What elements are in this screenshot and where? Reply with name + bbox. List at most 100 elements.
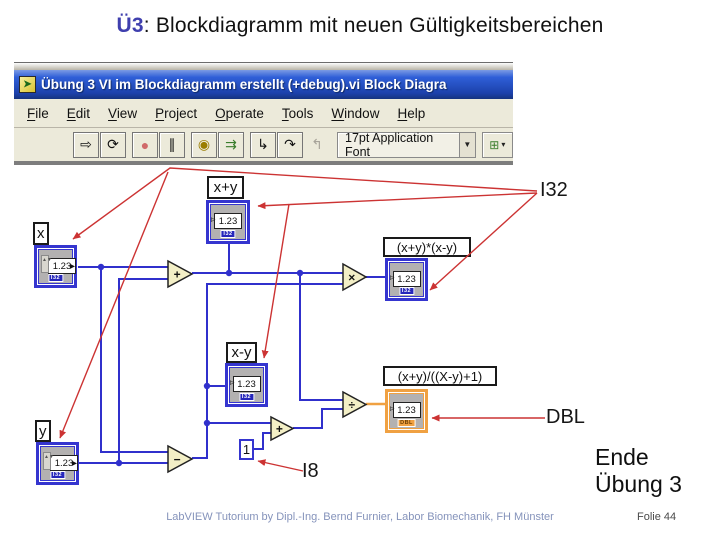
quotient-indicator-value: 1.23 — [392, 402, 421, 418]
arrow-i8-to-constant — [257, 459, 304, 472]
slide-title-prefix: Ü3 — [116, 14, 144, 37]
wire-junction — [225, 269, 233, 277]
svg-text:+: + — [276, 422, 283, 436]
arrow-i32-to-x-plus-y — [257, 192, 538, 210]
footer-credit: LabVIEW Tutorium by Dipl.-Ing. Bernd Fur… — [166, 511, 554, 523]
menu-operate[interactable]: Operate — [215, 105, 264, 121]
menu-help[interactable]: Help — [397, 105, 426, 121]
arrow-i32-to-x-minus-y — [261, 203, 290, 359]
y-control-spinner[interactable]: ▲▼ — [43, 452, 54, 470]
toolbar-buttons: ⇨⟳●∥◉⇉↳↷↰ — [73, 131, 331, 158]
x-minus-y-indicator-input-arrow-icon: ▹ — [230, 377, 235, 387]
arrow-i32-to-y-control — [59, 171, 169, 439]
multiply-function[interactable]: × — [342, 262, 368, 292]
x-control-spinner[interactable]: ▲▼ — [41, 255, 52, 273]
slide-title: Ü3: Blockdiagramm mit neuen Gültigkeitsb… — [0, 14, 720, 38]
slide-title-rest: : Blockdiagramm mit neuen Gültigkeitsber… — [143, 14, 604, 37]
increment-add-function[interactable]: + — [270, 415, 295, 442]
wire-junction — [203, 419, 211, 427]
step-over-button[interactable]: ↷ — [277, 131, 303, 158]
step-out-button[interactable]: ↰ — [304, 131, 330, 158]
wire-junction — [97, 263, 105, 271]
x-plus-y-indicator-label: x+y — [207, 176, 244, 199]
window-title: Übung 3 VI im Blockdiagramm erstellt (+d… — [41, 77, 447, 92]
window-top-frame — [14, 62, 513, 70]
menubar: File Edit View Project Operate Tools Window Hel… — [14, 99, 513, 128]
product-indicator-label: (x+y)*(x-y) — [383, 237, 471, 257]
align-objects-button[interactable]: ⊞▾ — [481, 131, 513, 158]
abort-button[interactable]: ● — [132, 131, 158, 158]
x-control-type-badge: I32 — [47, 274, 64, 282]
wire-11 — [293, 408, 343, 429]
x-minus-y-indicator-type-badge: I32 — [238, 393, 255, 401]
y-control-label: y — [35, 420, 51, 442]
window-titlebar[interactable]: ➤ Übung 3 VI im Blockdiagramm erstellt (… — [14, 70, 513, 99]
menu-view[interactable]: View — [108, 105, 138, 121]
x-control-label: x — [33, 222, 49, 245]
wire-junction — [296, 269, 304, 277]
menu-project[interactable]: Project — [155, 105, 198, 121]
label-i8: I8 — [302, 460, 319, 482]
run-button[interactable]: ⇨ — [73, 131, 99, 158]
menu-tools[interactable]: Tools — [281, 105, 314, 121]
svg-text:−: − — [174, 453, 181, 467]
pause-button[interactable]: ∥ — [159, 131, 185, 158]
end-note-line1: Ende — [595, 444, 649, 470]
menu-file[interactable]: File — [27, 105, 49, 121]
svg-text:+: + — [174, 268, 181, 282]
int-constant[interactable]: 1 — [239, 439, 254, 460]
run-continuous-button[interactable]: ⟳ — [100, 131, 126, 158]
wire-junction — [203, 382, 211, 390]
quotient-indicator-label: (x+y)/((X-y)+1) — [383, 366, 497, 386]
x-minus-y-indicator-value: 1.23 — [232, 376, 261, 392]
font-selector-dropdown[interactable]: 17pt Application Font — [337, 131, 460, 159]
wire-10 — [254, 432, 271, 450]
add-function[interactable]: + — [167, 259, 194, 289]
highlight-execution-button[interactable]: ◉ — [191, 131, 217, 158]
quotient-indicator-input-arrow-icon: ▹ — [390, 403, 395, 413]
step-into-button[interactable]: ↳ — [250, 131, 276, 158]
svg-text:÷: ÷ — [348, 398, 355, 412]
x-plus-y-indicator-type-badge: I32 — [220, 230, 236, 238]
wire-6 — [299, 273, 343, 401]
wire-1 — [100, 267, 168, 453]
labview-window: ➤ Übung 3 VI im Blockdiagramm erstellt (… — [14, 62, 513, 165]
x-plus-y-indicator-input-arrow-icon: ▹ — [211, 214, 216, 224]
font-selector-arrow-icon[interactable]: ▼ — [460, 131, 476, 158]
svg-text:×: × — [348, 271, 355, 285]
wire-junction — [115, 459, 123, 467]
wire-3 — [118, 278, 168, 463]
align-objects-icon: ⊞ — [489, 137, 500, 152]
quotient-indicator-type-badge: DBL — [397, 419, 416, 427]
arrow-i32-to-x-control — [72, 167, 538, 240]
end-note: Ende Übung 3 — [595, 444, 682, 498]
wire-7 — [192, 283, 344, 459]
slide-number: Folie 44 — [637, 511, 677, 523]
product-indicator-input-arrow-icon: ▹ — [390, 272, 395, 282]
y-control-output-arrow-icon: ▸ — [71, 458, 77, 469]
end-note-line2: Übung 3 — [595, 471, 682, 497]
menu-edit[interactable]: Edit — [66, 105, 91, 121]
labview-app-icon: ➤ — [19, 76, 36, 93]
chevron-down-icon: ▾ — [501, 140, 506, 149]
menu-window[interactable]: Window — [331, 105, 380, 121]
label-dbl: DBL — [546, 406, 585, 428]
product-indicator-value: 1.23 — [392, 271, 421, 287]
retain-wire-values-button[interactable]: ⇉ — [218, 131, 244, 158]
toolbar: ⇨⟳●∥◉⇉↳↷↰ 17pt Application Font ▼ ⊞▾ — [14, 128, 513, 165]
subtract-function[interactable]: − — [167, 444, 194, 474]
y-control-type-badge: I32 — [49, 471, 66, 479]
divide-function[interactable]: ÷ — [342, 390, 368, 419]
